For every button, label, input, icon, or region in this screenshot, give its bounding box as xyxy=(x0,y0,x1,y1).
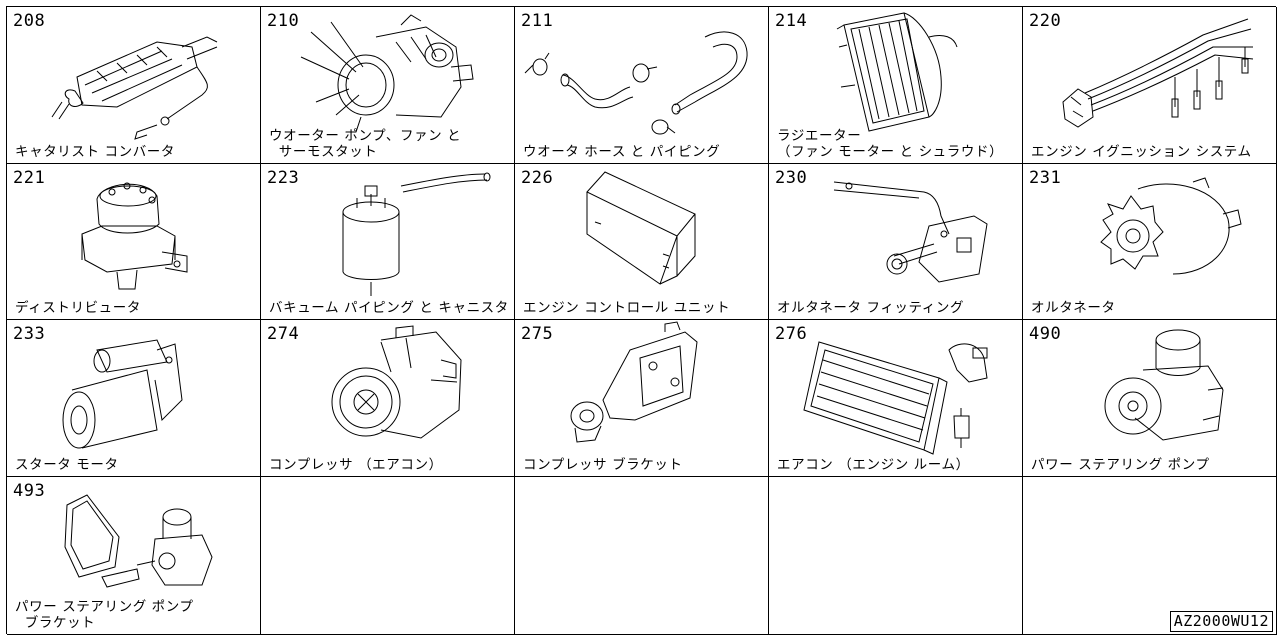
pump-bracket-icon xyxy=(7,477,261,634)
alternator-bracket-icon xyxy=(769,164,1023,320)
part-code: 276 xyxy=(775,324,808,344)
part-name: コンプレッサ （エアコン） xyxy=(269,457,443,473)
ac-condenser-icon xyxy=(769,320,1023,477)
radiator-icon xyxy=(769,7,1023,164)
part-cell-230[interactable]: 230 オルタネータ フィッティング xyxy=(769,164,1023,320)
part-cell-211[interactable]: 211 ウオータ ホース と パイピング xyxy=(515,7,769,164)
alternator-icon xyxy=(1023,164,1277,320)
part-code: 208 xyxy=(13,11,46,31)
part-cell-490[interactable]: 490 パワー ステアリング ポンプ xyxy=(1023,320,1277,477)
part-name: オルタネータ xyxy=(1031,300,1116,316)
empty-cell xyxy=(261,477,515,635)
vacuum-canister-icon xyxy=(261,164,515,320)
part-code: 231 xyxy=(1029,168,1062,188)
distributor-icon xyxy=(7,164,261,320)
part-code: 210 xyxy=(267,11,300,31)
empty-cell: AZ2000WU12 xyxy=(1023,477,1277,635)
catalytic-converter-icon xyxy=(7,7,261,164)
part-name: オルタネータ フィッティング xyxy=(777,300,965,316)
part-cell-226[interactable]: 226 エンジン コントロール ユニット xyxy=(515,164,769,320)
reference-code: AZ2000WU12 xyxy=(1169,611,1273,632)
part-code: 214 xyxy=(775,11,808,31)
part-cell-231[interactable]: 231 オルタネータ xyxy=(1023,164,1277,320)
part-name: ウオーター ポンプ、ファン と サーモスタット xyxy=(269,128,462,160)
part-code: 223 xyxy=(267,168,300,188)
part-cell-221[interactable]: 221 ディストリビュータ xyxy=(7,164,261,320)
part-cell-214[interactable]: 214 ラジエーター （ファン モーター と シュラウド） xyxy=(769,7,1023,164)
part-name: パワー ステアリング ポンプ xyxy=(1031,457,1210,473)
empty-cell xyxy=(515,477,769,635)
part-code: 490 xyxy=(1029,324,1062,344)
part-cell-210[interactable]: 210 ウオーター ポンプ、ファン と サーモスタット xyxy=(261,7,515,164)
empty-cell xyxy=(769,477,1023,635)
part-name: バキューム パイピング と キャニスタ xyxy=(269,300,509,316)
part-code: 233 xyxy=(13,324,46,344)
part-name: エンジン イグニッション システム xyxy=(1031,144,1252,160)
part-name: ラジエーター （ファン モーター と シュラウド） xyxy=(777,128,1004,160)
part-code: 220 xyxy=(1029,11,1062,31)
part-cell-233[interactable]: 233 スタータ モータ xyxy=(7,320,261,477)
part-cell-208[interactable]: 208 キャタリスト コンバータ xyxy=(7,7,261,164)
part-name: ウオータ ホース と パイピング xyxy=(523,144,721,160)
part-cell-493[interactable]: 493 パワー ステアリング ポンプ ブラケット xyxy=(7,477,261,635)
part-code: 226 xyxy=(521,168,554,188)
part-name: エアコン （エンジン ルーム） xyxy=(777,457,970,473)
part-cell-276[interactable]: 276 エアコン （エンジン ルーム） xyxy=(769,320,1023,477)
part-name: キャタリスト コンバータ xyxy=(15,144,175,160)
part-cell-275[interactable]: 275 コンプレッサ ブラケット xyxy=(515,320,769,477)
part-code: 230 xyxy=(775,168,808,188)
part-name: ディストリビュータ xyxy=(15,300,141,316)
part-cell-220[interactable]: 220 エンジン イグニッション システム xyxy=(1023,7,1277,164)
part-code: 493 xyxy=(13,481,46,501)
parts-catalog-grid: 208 キャタリスト コンバータ 210 xyxy=(6,6,1277,635)
ac-compressor-icon xyxy=(261,320,515,477)
part-code: 221 xyxy=(13,168,46,188)
power-steering-pump-icon xyxy=(1023,320,1277,477)
part-name: パワー ステアリング ポンプ ブラケット xyxy=(15,599,194,631)
part-name: スタータ モータ xyxy=(15,457,119,473)
part-cell-223[interactable]: 223 バキューム パイピング と キャニスタ xyxy=(261,164,515,320)
starter-motor-icon xyxy=(7,320,261,477)
part-cell-274[interactable]: 274 コンプレッサ （エアコン） xyxy=(261,320,515,477)
compressor-bracket-icon xyxy=(515,320,769,477)
water-hose-icon xyxy=(515,7,769,164)
part-name: エンジン コントロール ユニット xyxy=(523,300,731,316)
part-code: 274 xyxy=(267,324,300,344)
part-code: 275 xyxy=(521,324,554,344)
part-code: 211 xyxy=(521,11,554,31)
part-name: コンプレッサ ブラケット xyxy=(523,457,683,473)
water-pump-fan-icon xyxy=(261,7,515,164)
ignition-system-icon xyxy=(1023,7,1277,164)
control-unit-icon xyxy=(515,164,769,320)
